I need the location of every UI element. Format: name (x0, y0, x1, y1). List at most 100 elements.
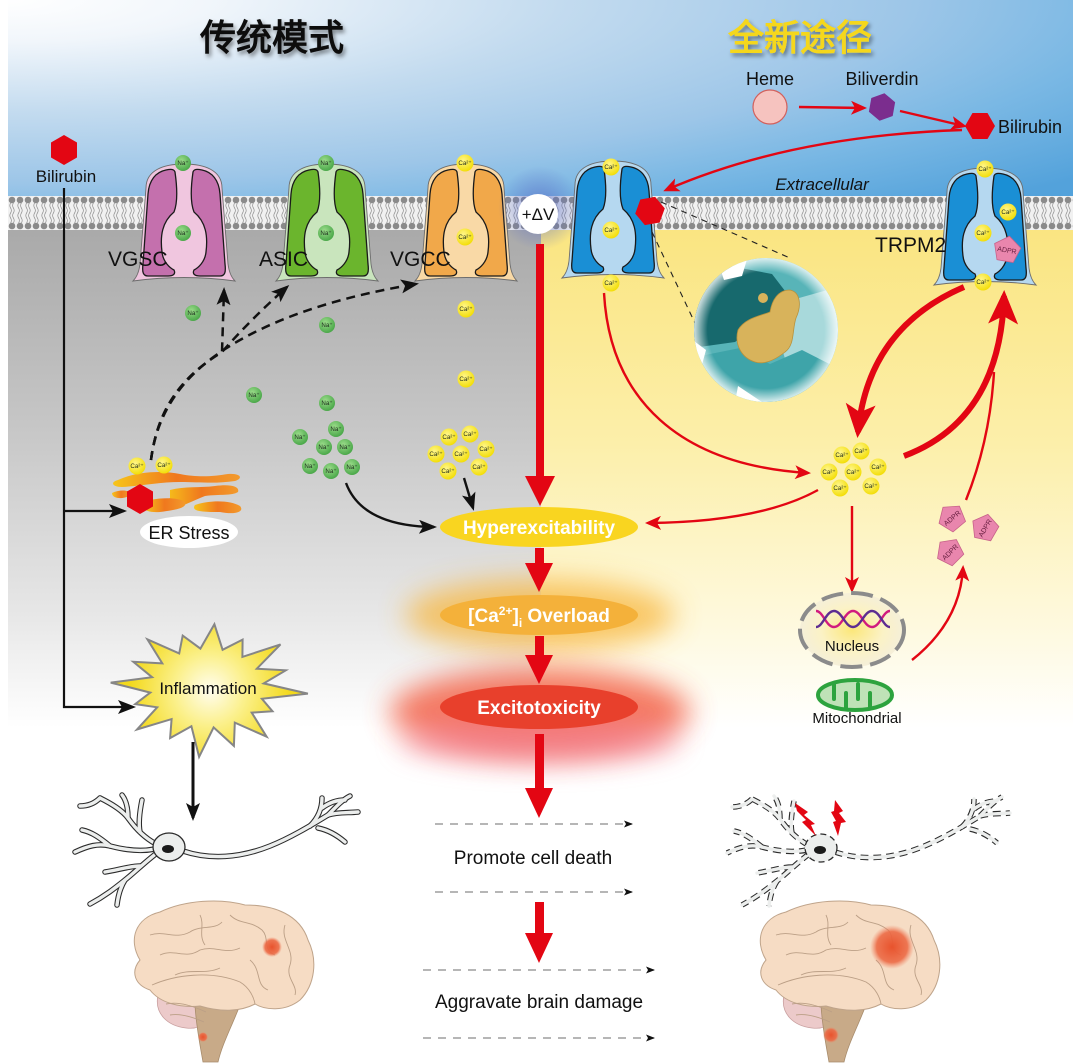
sodium-ion-label: Na⁺ (187, 310, 198, 317)
nucleus-label: Nucleus (825, 638, 879, 655)
calcium-ion: Ca²⁺ (820, 463, 838, 481)
asic-label: ASIC (259, 248, 308, 271)
calcium-ion-label: Ca²⁺ (472, 464, 485, 471)
biliverdin-to-bilirubin-arrow (899, 109, 967, 130)
sodium-ion-label: Na⁺ (177, 230, 188, 237)
mitochondrion-cristae (832, 682, 872, 710)
calcium-ion-dot (844, 463, 862, 481)
calcium-ion-dot (457, 370, 475, 388)
calcium-ion-dot (602, 158, 620, 176)
sodium-ion-label: Na⁺ (346, 464, 357, 471)
calcium-ion: Ca²⁺ (833, 446, 851, 464)
calcium-ion: Ca²⁺ (456, 228, 474, 246)
sodium-ion: Na⁺ (344, 459, 360, 475)
adpr-pentagon-icon (994, 235, 1022, 263)
inflammation-label: Inflammation (159, 679, 256, 698)
calcium-ion-label: Ca²⁺ (479, 446, 492, 453)
calcium-ion-label: Ca²⁺ (604, 280, 617, 287)
excitotoxicity-label: Excitotoxicity (477, 698, 601, 719)
adpr-pentagon-icon (972, 513, 1000, 542)
calcium-ion-label: Ca²⁺ (429, 451, 442, 458)
bilirubin-bound-icon (635, 196, 665, 226)
cascade-arrow-head (525, 563, 553, 592)
calcium-ion-dot (869, 458, 887, 476)
heme-molecule-icon (752, 89, 788, 125)
calcium-ion-dot (831, 479, 849, 497)
calcium-ion-label: Ca²⁺ (976, 279, 989, 286)
sodium-ion-dot (337, 439, 353, 455)
novel-pathway-panel: TRPM2 Nucleus (561, 160, 1037, 727)
calcium-ion: Ca²⁺ (844, 463, 862, 481)
sodium-ion-label: Na⁺ (318, 444, 329, 451)
er-to-vgcc-dashed-arrow (149, 279, 419, 461)
overload-sup: 2+ (499, 604, 513, 618)
calcium-ion-label: Ca²⁺ (454, 451, 467, 458)
calcium-ion: Ca²⁺ (155, 456, 173, 474)
brain-lesion-large (870, 925, 914, 969)
overload-open: [Ca (468, 606, 499, 627)
zoom-guide-line (660, 201, 791, 259)
calcium-ion-dot (470, 458, 488, 476)
bilirubin-to-channel-arrow (663, 128, 963, 192)
calcium-ion-dot (440, 428, 458, 446)
sodium-ion: Na⁺ (185, 305, 201, 321)
outcome-arrow-head (525, 933, 553, 963)
excitotoxicity-node (440, 685, 638, 729)
sodium-ion-label: Na⁺ (330, 426, 341, 433)
er-stress-label: ER Stress (148, 523, 229, 543)
calcium-ion: Ca²⁺ (477, 440, 495, 458)
calcium-ion: Ca²⁺ (456, 154, 474, 172)
sodium-ion: Na⁺ (337, 439, 353, 455)
calcium-ion-dot (602, 221, 620, 239)
calcium-ion-label: Ca²⁺ (604, 227, 617, 234)
calcium-ion-label: Ca²⁺ (441, 468, 454, 475)
nucleus-to-adpr-arrow (911, 565, 970, 661)
traditional-mode-panel: Bilirubin VGSC ASIC VGCC ER Stress Infla… (36, 135, 518, 821)
brainstem-lesion (198, 1032, 208, 1042)
healthy-neuron-icon (75, 795, 358, 905)
sodium-ion: Na⁺ (318, 225, 334, 241)
hyperexcitability-node (440, 507, 638, 547)
promote-cell-death-label: Promote cell death (454, 848, 612, 869)
sodium-ion-dot (292, 429, 308, 445)
brainstem-lesion (823, 1027, 839, 1043)
trpm2-label: TRPM2 (875, 234, 946, 257)
overload-close: ] (512, 606, 518, 627)
calcium-ion-dot (456, 228, 474, 246)
adpr-label: ADPR (997, 246, 1017, 256)
bilirubin-molecule-icon (127, 484, 153, 514)
calcium-ion-label: Ca²⁺ (463, 431, 476, 438)
aggravate-brain-damage-label: Aggravate brain damage (435, 992, 643, 1013)
calcium-ion-label: Ca²⁺ (976, 230, 989, 237)
calcium-ion-dot (477, 440, 495, 458)
calcium-ion-label: Ca²⁺ (458, 160, 471, 167)
adpr-molecule: ADPR (937, 539, 965, 567)
calcium-ion: Ca²⁺ (470, 458, 488, 476)
lightning-damage-icon (831, 800, 846, 836)
sodium-ion: Na⁺ (316, 439, 332, 455)
calcium-ion: Ca²⁺ (602, 158, 620, 176)
calcium-to-trpm2-arrow (902, 290, 1019, 459)
neuron-outline (75, 795, 358, 905)
calcium-ion-dot (128, 457, 146, 475)
neuron-broken-outline (727, 796, 1010, 906)
cascade-arrow-shaft (535, 636, 544, 658)
calcium-overload-label: [Ca2+]i Overload (468, 604, 610, 630)
calcium-ion: Ca²⁺ (974, 224, 992, 242)
calcium-ion-label: Ca²⁺ (130, 463, 143, 470)
sodium-ion-dot (185, 305, 201, 321)
calcium-ion-label: Ca²⁺ (157, 462, 170, 469)
calcium-overload-node (440, 595, 638, 635)
sodium-ion-label: Na⁺ (321, 400, 332, 407)
calcium-ion: Ca²⁺ (999, 203, 1017, 221)
sodium-ion-label: Na⁺ (339, 444, 350, 451)
dna-strand (815, 609, 891, 629)
calcium-ion-label: Ca²⁺ (459, 376, 472, 383)
calcium-ion-label: Ca²⁺ (822, 469, 835, 476)
adpr-pentagon-icon (938, 505, 967, 533)
sodium-ion-dot (246, 387, 262, 403)
calcium-ion-dot (852, 442, 870, 460)
calcium-ion: Ca²⁺ (869, 458, 887, 476)
